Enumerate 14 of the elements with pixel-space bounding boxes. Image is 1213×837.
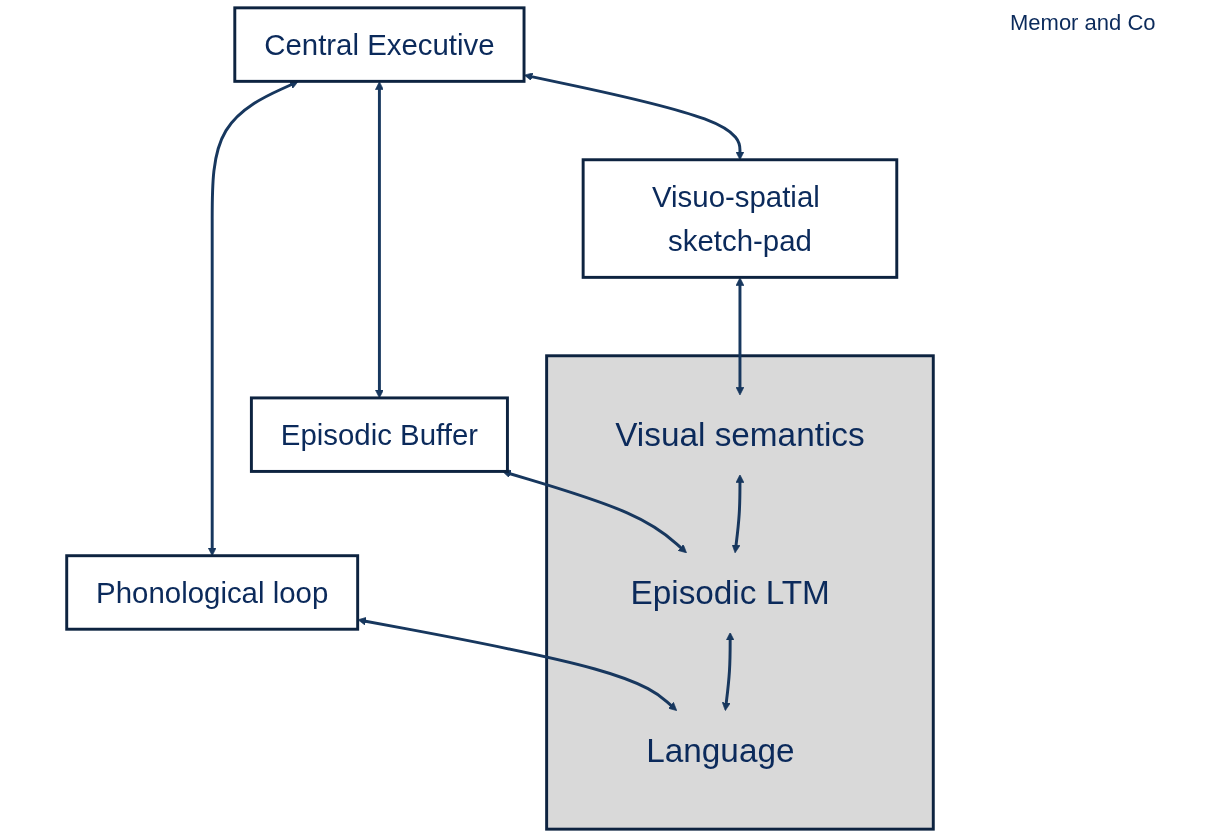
node-box: Phonological loop xyxy=(65,554,360,631)
node-text: Episodic LTM xyxy=(630,573,830,611)
node-box: Visuo-spatial sketch-pad xyxy=(581,158,899,279)
arrow xyxy=(735,277,745,396)
arrow xyxy=(721,632,735,711)
node-text: Visual semantics xyxy=(615,415,865,453)
node-box: Episodic Buffer xyxy=(249,396,509,473)
node-box: Central Executive xyxy=(233,6,526,83)
arrow xyxy=(357,617,678,711)
node-text: Language xyxy=(646,731,795,769)
arrow xyxy=(502,469,687,554)
arrow xyxy=(731,474,745,554)
cluster xyxy=(545,354,935,831)
note-text: Memor and Co xyxy=(1010,10,1157,36)
